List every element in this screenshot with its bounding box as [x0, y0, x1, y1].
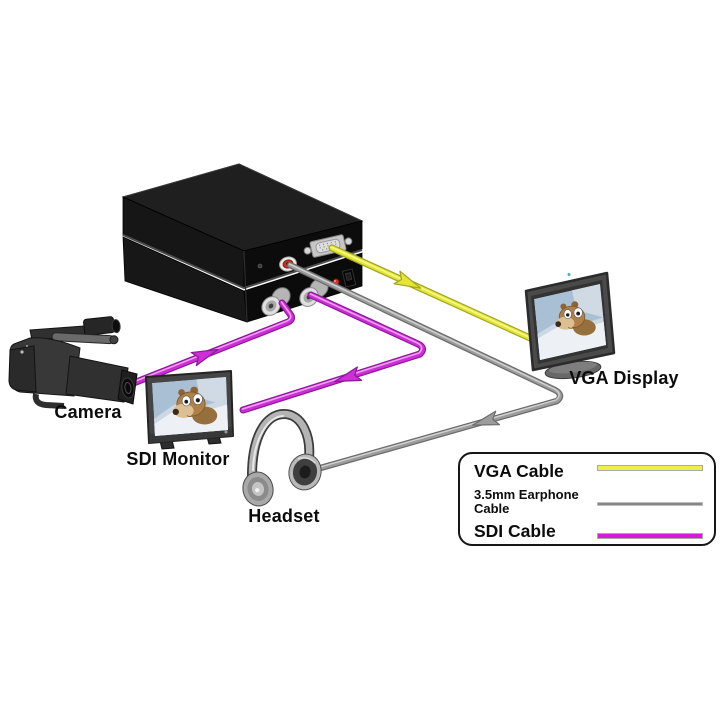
sdi-camera-arrow [190, 348, 219, 367]
headset-label: Headset [248, 506, 320, 526]
sdi-cable-monitor [239, 291, 427, 414]
sdi-monitor-label: SDI Monitor [126, 449, 230, 469]
camera-label: Camera [54, 402, 122, 422]
camera-icon [8, 316, 138, 409]
cable-legend: VGA Cable 3.5mm Earphone Cable SDI Cable [458, 452, 716, 546]
vga-cable [328, 244, 534, 342]
bnc-connector-sdi-in [261, 287, 291, 316]
legend-label-vga-cable: VGA Cable [474, 461, 564, 481]
power-jack [341, 268, 357, 288]
earphone-cable-arrow [471, 410, 501, 426]
legend-line-vga-cable [597, 465, 703, 471]
legend-line-earphone-cable [597, 502, 703, 506]
earphone-cable [286, 261, 564, 473]
converter-box [121, 163, 364, 323]
legend-label-earphone-cable: 3.5mm Earphone Cable [474, 487, 579, 517]
vga-cable-arrow [393, 270, 422, 289]
vga-display-icon [524, 271, 616, 380]
sdi-cable-camera [112, 299, 296, 394]
headset-icon [242, 408, 322, 507]
legend-line-sdi-cable [597, 533, 703, 539]
vga-display-label: VGA Display [569, 368, 679, 388]
panel-screw [257, 263, 263, 269]
legend-label-sdi-cable: SDI Cable [474, 521, 556, 541]
sdi-monitor-icon [145, 370, 234, 450]
power-led-glint [334, 280, 336, 282]
sdi-monitor-arrow [334, 366, 363, 383]
